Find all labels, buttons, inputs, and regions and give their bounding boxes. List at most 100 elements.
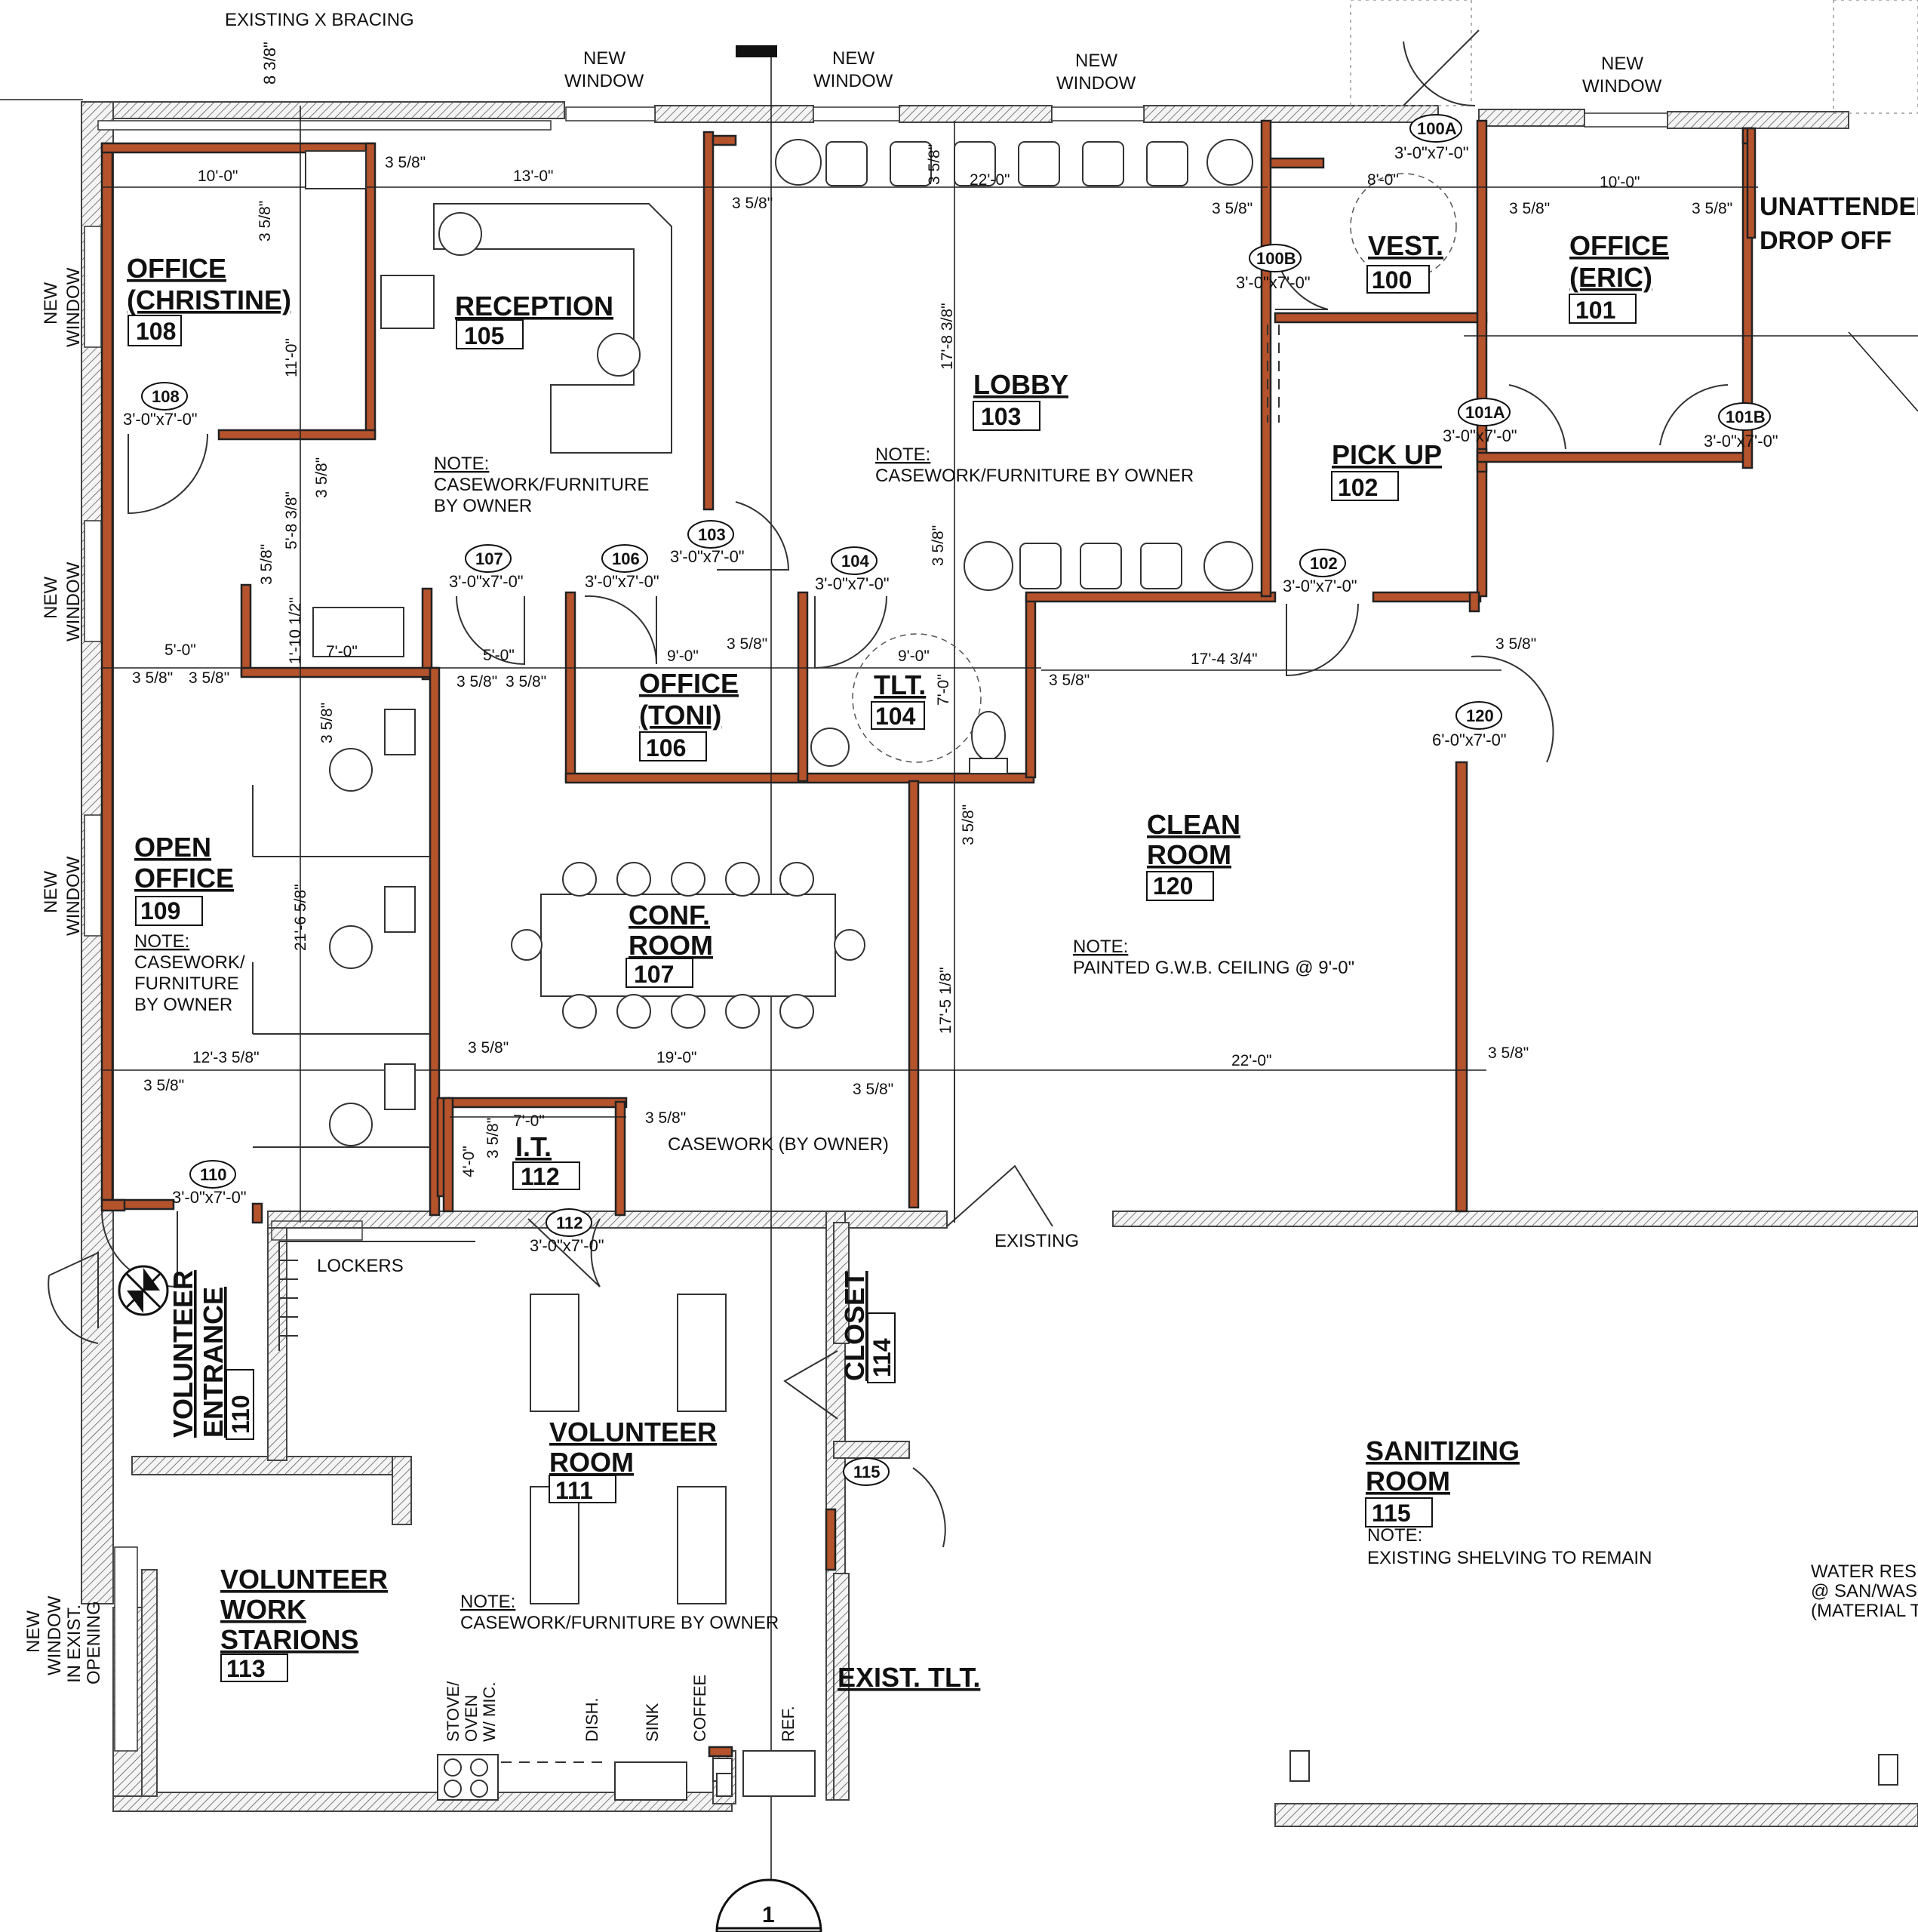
dim-4-0: 4'-0" [460, 1146, 478, 1177]
new-window-1-l1: NEW [583, 48, 626, 69]
note-115-label: NOTE: [1367, 1525, 1422, 1546]
dim-9-0b: 9'-0" [898, 648, 930, 665]
dim-358-j: 3 5/8" [132, 669, 173, 687]
door-103-size: 3'-0"x7'-0" [670, 547, 745, 566]
room-100-num: 100 [1372, 266, 1412, 294]
dim-13-0: 13'-0" [513, 168, 554, 185]
room-108-num: 108 [136, 318, 176, 345]
door-108-size: 3'-0"x7'-0" [123, 410, 198, 429]
dim-17-8-38: 17'-8 3/8" [939, 303, 956, 370]
room-108-name-l1: OFFICE [127, 253, 226, 284]
room-108-name-l2: (CHRISTINE) [127, 285, 291, 315]
unattended-label: UNATTENDED [1760, 192, 1918, 221]
note-105-label: NOTE: [434, 454, 489, 474]
note-120-label: NOTE: [1073, 937, 1128, 957]
dim-358-q: 3 5/8" [1495, 635, 1536, 653]
room-104-name: TLT. [874, 669, 926, 700]
dim-10-0b: 10'-0" [1600, 174, 1640, 191]
door-112-tag: 112 [556, 1214, 583, 1232]
room-114-num: 114 [868, 1338, 896, 1377]
exist-opening-l1: NEW [23, 1611, 44, 1653]
note-105-l1: CASEWORK/FURNITURE [434, 475, 649, 495]
note-103-l1: CASEWORK/FURNITURE BY OWNER [875, 466, 1194, 486]
door-106-size: 3'-0"x7'-0" [585, 572, 659, 591]
dashed-lines [271, 173, 1457, 1763]
room-112-num: 112 [521, 1163, 560, 1190]
door-115-tag: 115 [853, 1463, 881, 1481]
room-111-num: 111 [555, 1477, 593, 1504]
note-105-l2: BY OWNER [434, 496, 532, 516]
door-108-tag: 108 [152, 387, 180, 406]
room-120-name-l1: CLEAN [1147, 809, 1240, 840]
dim-358-g: 3 5/8" [257, 201, 274, 242]
dim-358-x: 3 5/8" [645, 1109, 686, 1127]
room-number-boxes [128, 265, 1637, 1682]
side-window-2-l2: WINDOW [63, 561, 84, 641]
door-103-tag: 103 [698, 525, 726, 544]
dim-19-0: 19'-0" [656, 1049, 697, 1066]
note-existing: EXISTING [994, 1231, 1079, 1251]
room-115-num: 115 [1372, 1500, 1411, 1527]
section-marker-num: 1 [762, 1903, 775, 1927]
new-window-2-l1: NEW [832, 48, 874, 69]
room-120-name-l2: ROOM [1147, 839, 1231, 870]
lobby-seats-bottom [964, 541, 1253, 591]
dim-358-l: 3 5/8" [456, 673, 497, 691]
dimension-lines [0, 45, 1918, 1932]
dim-21-6-58: 21'-6 5/8" [292, 884, 309, 951]
room-110-name-l1: VOLUNTEER [168, 1270, 198, 1438]
room-102-num: 102 [1338, 474, 1378, 501]
dim-11-0: 11'-0" [283, 338, 300, 377]
door-110-tag: 110 [200, 1165, 227, 1184]
door-100b-tag: 100B [1256, 249, 1296, 268]
dim-5-0: 5'-0" [164, 641, 196, 659]
note-water-l3: (MATERIAL T [1811, 1601, 1918, 1621]
room-106-num: 106 [646, 734, 686, 761]
exist-opening-l2: WINDOW [45, 1595, 65, 1675]
dim-1-10-12: 1'-10 1/2" [287, 597, 304, 664]
note-111-l1: CASEWORK/FURNITURE BY OWNER [460, 1613, 779, 1633]
room-101-name-l2: (ERIC) [1569, 262, 1652, 293]
door-100a-size: 3'-0"x7'-0" [1394, 143, 1469, 162]
note-water-l1: WATER RES [1811, 1561, 1916, 1582]
new-window-3-l1: NEW [1075, 51, 1117, 71]
appliance-stove: STOVE/ [444, 1681, 463, 1742]
dim-358-k: 3 5/8" [189, 669, 229, 687]
room-113-name-l3: STARIONS [220, 1624, 358, 1655]
door-107-size: 3'-0"x7'-0" [449, 572, 524, 591]
room-102-name: PICK UP [1332, 439, 1442, 470]
dim-22-0: 22'-0" [970, 171, 1010, 189]
dim-5-8-38: 5'-8 3/8" [283, 491, 300, 549]
bracing-label: EXISTING X BRACING [225, 10, 414, 30]
dim-358-b: 3 5/8" [732, 195, 773, 212]
door-101a-size: 3'-0"x7'-0" [1443, 426, 1517, 445]
dim-358-h: 3 5/8" [313, 457, 330, 498]
door-swings [48, 29, 1729, 1548]
room-101-name-l1: OFFICE [1569, 230, 1669, 261]
entrance-marker-icon [118, 1265, 169, 1316]
new-window-2-l2: WINDOW [813, 71, 893, 91]
door-104-tag: 104 [841, 552, 869, 571]
interior-walls [100, 119, 1757, 1758]
door-100a-tag: 100A [1417, 119, 1457, 138]
note-103-label: NOTE: [875, 445, 930, 465]
new-window-1-l2: WINDOW [564, 71, 644, 91]
note-casework-by-owner: CASEWORK (BY OWNER) [668, 1134, 889, 1155]
dim-358-n: 3 5/8" [727, 635, 767, 653]
room-103-name: LOBBY [973, 369, 1068, 400]
room-115-name-l2: ROOM [1366, 1466, 1450, 1497]
room-113-name-l1: VOLUNTEER [220, 1564, 388, 1595]
door-102-tag: 102 [1310, 554, 1338, 573]
room-106-name-l1: OFFICE [639, 668, 739, 699]
room-109-name-l1: OPEN [134, 832, 211, 863]
room-111-name-l2: ROOM [549, 1447, 634, 1478]
side-window-1-l2: WINDOW [63, 267, 84, 347]
side-window-2-l1: NEW [41, 577, 61, 619]
dim-10-0: 10'-0" [198, 168, 238, 185]
bracing-dim: 8 3/8" [260, 42, 279, 85]
dim-358-c: 3 5/8" [926, 144, 943, 185]
note-115-l1: EXISTING SHELVING TO REMAIN [1367, 1548, 1652, 1568]
appliance-sink: SINK [643, 1703, 662, 1742]
door-102-size: 3'-0"x7'-0" [1283, 577, 1357, 595]
